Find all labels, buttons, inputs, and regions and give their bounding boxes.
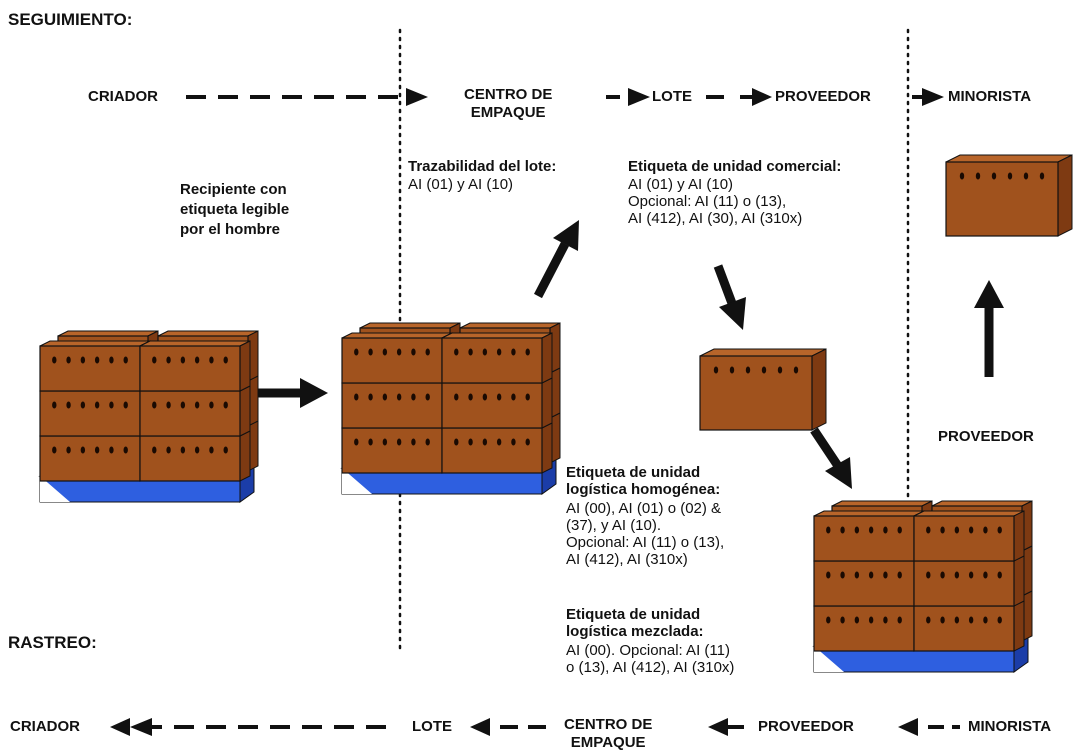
trazabilidad-title: Trazabilidad del lote: — [408, 158, 557, 175]
bottom-flow-arrows — [110, 718, 960, 736]
trazabilidad-body: AI (01) y AI (10) — [408, 176, 514, 193]
top-centro-label: CENTRO DE EMPAQUE — [464, 86, 553, 121]
homogenea-title: Etiqueta de unidad logística homogénea: — [566, 464, 721, 498]
bottom-criador-label: CRIADOR — [10, 718, 80, 735]
proveedor-side-label: PROVEEDOR — [938, 428, 1034, 445]
comercial-title: Etiqueta de unidad comercial: — [628, 158, 842, 175]
bottom-lote-label: LOTE — [412, 718, 452, 735]
mezclada-body: AI (00). Opcional: AI (11) o (13), AI (4… — [566, 642, 735, 676]
comercial-body: AI (01) y AI (10) Opcional: AI (11) o (1… — [628, 176, 803, 227]
mezclada-title: Etiqueta de unidad logística mezclada: — [566, 606, 704, 640]
pallet-stack-right — [812, 500, 1033, 673]
recipiente-label: Recipiente con etiqueta legible por el h… — [180, 181, 290, 238]
bottom-centro-label: CENTRO DE EMPAQUE — [564, 716, 653, 751]
top-minorista-label: MINORISTA — [948, 88, 1032, 105]
pallet-stack-center — [340, 322, 561, 495]
seguimiento-header: SEGUIMIENTO: — [8, 10, 133, 29]
bottom-proveedor-label: PROVEEDOR — [758, 718, 854, 735]
top-flow-arrows — [186, 88, 944, 106]
pallet-stack-left — [38, 330, 259, 503]
top-proveedor-label: PROVEEDOR — [775, 88, 871, 105]
top-lote-label: LOTE — [652, 88, 692, 105]
homogenea-body: AI (00), AI (01) o (02) & (37), y AI (10… — [566, 500, 725, 568]
trade-unit-box-center — [699, 348, 827, 431]
rastreo-header: RASTREO: — [8, 633, 97, 652]
trade-unit-box-retail — [945, 154, 1073, 237]
bottom-minorista-label: MINORISTA — [968, 718, 1052, 735]
top-criador-label: CRIADOR — [88, 88, 158, 105]
